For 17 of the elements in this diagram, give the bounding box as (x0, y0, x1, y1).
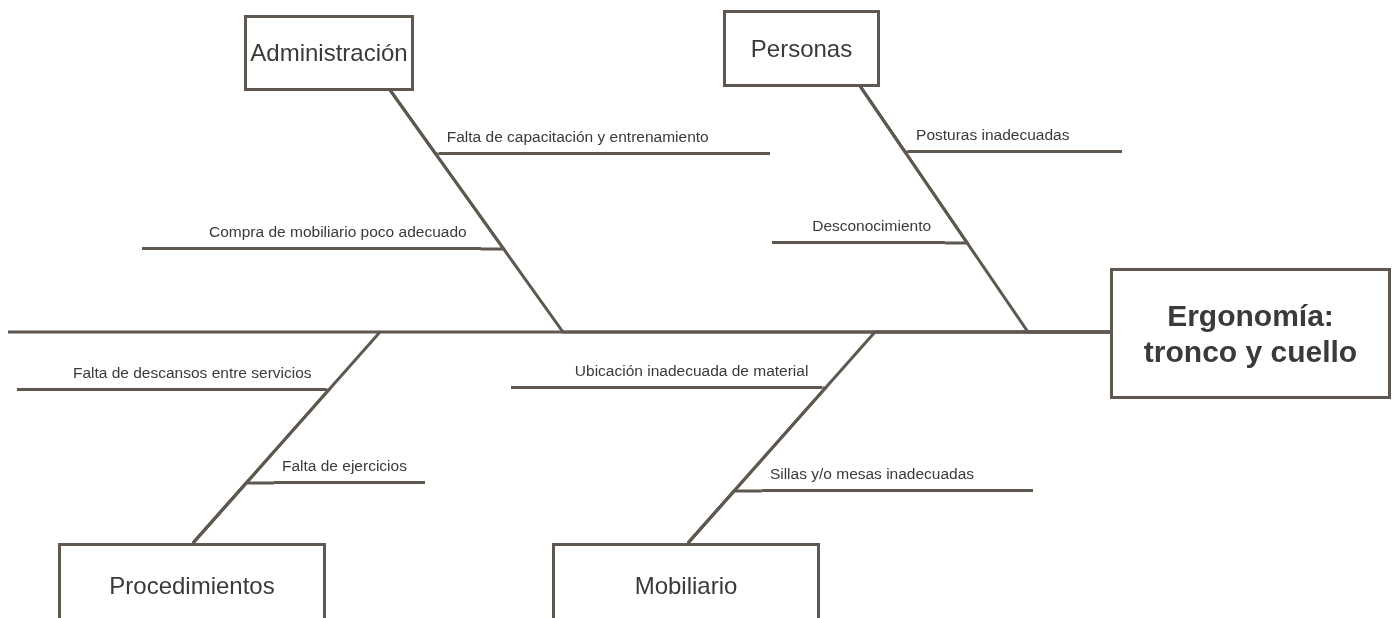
cause-text: Ubicación inadecuada de material (511, 362, 823, 389)
effect-box: Ergonomía: tronco y cuello (1110, 268, 1391, 399)
cause-text: Falta de capacitación y entrenamiento (438, 128, 770, 155)
category-box: Mobiliario (552, 543, 820, 618)
cause-text: Desconocimiento (772, 217, 946, 244)
branch-line (191, 481, 274, 544)
branch-line (388, 89, 507, 251)
branch-line (686, 489, 762, 544)
category-box: Procedimientos (58, 543, 326, 618)
cause-text: Falta de descansos entre servicios (17, 364, 326, 391)
cause-text: Posturas inadecuadas (908, 126, 1122, 153)
cause-text: Sillas y/o mesas inadecuadas (761, 465, 1033, 492)
cause-text: Falta de ejercicios (274, 457, 425, 484)
branch-line (858, 85, 971, 245)
category-box: Administración (244, 15, 414, 91)
category-box: Personas (723, 10, 880, 87)
cause-text: Compra de mobiliario poco adecuado (142, 223, 481, 250)
